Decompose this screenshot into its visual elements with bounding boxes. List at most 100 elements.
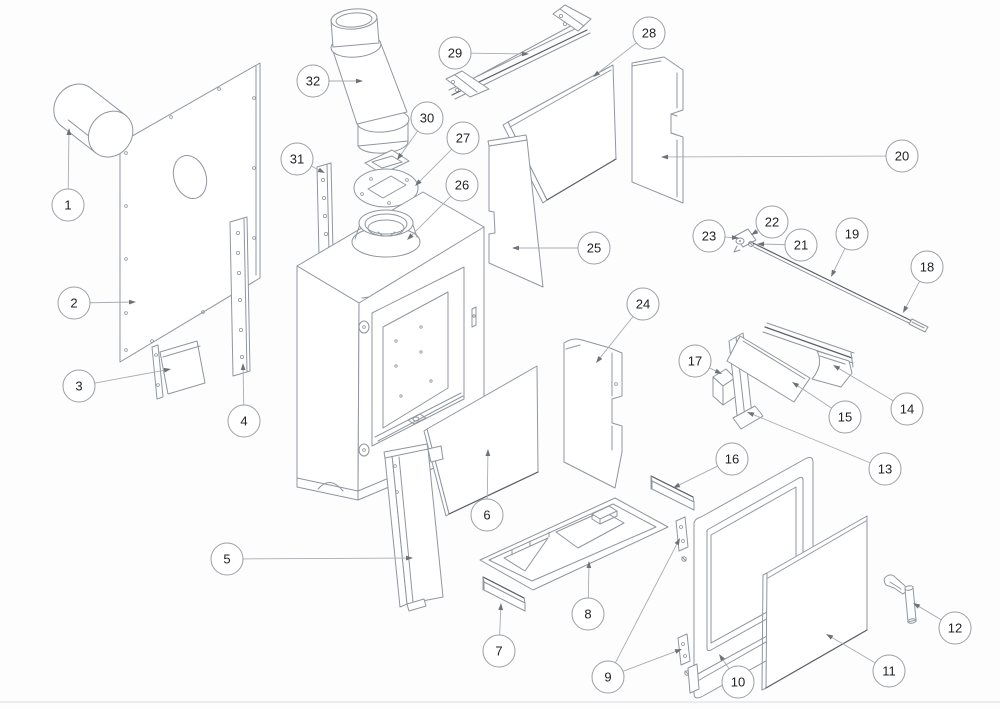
- callout-arrow-5: [405, 555, 413, 561]
- callout-circle-13[interactable]: [868, 452, 902, 486]
- callout-circle-15[interactable]: [828, 400, 862, 434]
- callout-balloon-7[interactable]: 7: [482, 634, 516, 668]
- part-7-lower-rail: [482, 576, 526, 612]
- callout-arrow-15: [792, 382, 800, 388]
- callout-circle-18[interactable]: [910, 250, 944, 284]
- callout-balloon-29[interactable]: 29: [438, 36, 472, 70]
- callout-balloon-23[interactable]: 23: [692, 219, 726, 253]
- callout-circle-9[interactable]: [591, 660, 625, 694]
- callout-number: 29: [448, 46, 462, 61]
- callout-circle-6[interactable]: [470, 498, 504, 532]
- callout-balloon-16[interactable]: 16: [715, 442, 749, 476]
- callout-balloon-10[interactable]: 10: [721, 665, 755, 699]
- callout-circle-26[interactable]: [445, 168, 479, 202]
- callout-circle-14[interactable]: [890, 392, 924, 426]
- callout-number: 3: [75, 379, 82, 394]
- callout-balloon-25[interactable]: 25: [577, 231, 611, 265]
- part-15-deflector-plate: [726, 335, 811, 403]
- callout-circle-32[interactable]: [296, 64, 330, 98]
- part-20-right-brick: [631, 56, 684, 204]
- callout-balloon-27[interactable]: 27: [446, 121, 480, 155]
- callout-number: 32: [306, 74, 320, 89]
- callout-circle-29[interactable]: [438, 36, 472, 70]
- callout-balloon-5[interactable]: 5: [210, 542, 244, 576]
- part-29-top-rail: [445, 4, 592, 100]
- callout-balloon-1[interactable]: 1: [51, 188, 85, 222]
- callout-circle-17[interactable]: [678, 344, 712, 378]
- callout-balloon-14[interactable]: 14: [890, 392, 924, 426]
- callout-circle-24[interactable]: [626, 287, 660, 321]
- callout-number: 18: [920, 260, 934, 275]
- callout-balloon-28[interactable]: 28: [632, 16, 666, 50]
- callout-circle-12[interactable]: [938, 611, 972, 645]
- callout-circle-19[interactable]: [835, 217, 869, 251]
- callout-balloon-6[interactable]: 6: [470, 498, 504, 532]
- callout-number: 26: [455, 178, 469, 193]
- callout-balloon-26[interactable]: 26: [445, 168, 479, 202]
- callout-balloon-13[interactable]: 13: [868, 452, 902, 486]
- callout-circle-30[interactable]: [410, 101, 444, 135]
- callout-leader-9: [614, 542, 679, 663]
- callout-circle-31[interactable]: [280, 142, 314, 176]
- callout-balloon-4[interactable]: 4: [227, 404, 261, 438]
- callout-leader-8: [587, 565, 590, 599]
- part-27-blanking-plate: [353, 168, 419, 208]
- callout-circle-1[interactable]: [51, 188, 85, 222]
- callout-circle-7[interactable]: [482, 634, 516, 668]
- callout-arrow-19: [831, 269, 837, 277]
- callout-balloon-8[interactable]: 8: [571, 597, 605, 631]
- callout-circle-5[interactable]: [210, 542, 244, 576]
- callout-circle-22[interactable]: [755, 205, 789, 239]
- callout-arrow-3: [163, 367, 171, 373]
- callout-balloon-31[interactable]: 31: [280, 142, 314, 176]
- callout-balloon-11[interactable]: 11: [872, 654, 906, 688]
- callout-balloon-15[interactable]: 15: [828, 400, 862, 434]
- callout-arrow-6: [485, 449, 491, 457]
- callout-number: 10: [731, 675, 745, 690]
- callout-balloon-19[interactable]: 19: [835, 217, 869, 251]
- callout-circle-4[interactable]: [227, 404, 261, 438]
- callout-number: 16: [725, 452, 739, 467]
- callout-circle-21[interactable]: [784, 228, 818, 262]
- callout-number: 28: [642, 26, 656, 41]
- callout-leader-2: [89, 301, 132, 304]
- callout-leader-16: [677, 465, 718, 487]
- callout-arrow-18: [903, 305, 909, 313]
- callout-circle-10[interactable]: [721, 665, 755, 699]
- callout-circle-11[interactable]: [872, 654, 906, 688]
- part-31-fixing-strip: [316, 162, 334, 256]
- callout-arrow-27: [415, 179, 422, 186]
- callout-arrow-16: [673, 482, 681, 488]
- callout-circle-27[interactable]: [446, 121, 480, 155]
- callout-balloon-17[interactable]: 17: [678, 344, 712, 378]
- callout-balloon-20[interactable]: 20: [885, 139, 919, 173]
- callout-balloon-2[interactable]: 2: [57, 286, 91, 320]
- callout-circle-23[interactable]: [692, 219, 726, 253]
- callout-circle-2[interactable]: [57, 286, 91, 320]
- callout-balloon-9[interactable]: 9: [591, 660, 625, 694]
- callout-circle-20[interactable]: [885, 139, 919, 173]
- callout-circle-16[interactable]: [715, 442, 749, 476]
- callout-circle-28[interactable]: [632, 16, 666, 50]
- callout-circle-8[interactable]: [571, 597, 605, 631]
- callout-leader-24: [598, 316, 634, 360]
- callout-leader-21: [761, 243, 786, 246]
- callout-balloon-3[interactable]: 3: [62, 369, 96, 403]
- callout-number: 12: [948, 621, 962, 636]
- callout-balloon-21[interactable]: 21: [784, 228, 818, 262]
- callout-balloon-22[interactable]: 22: [755, 205, 789, 239]
- callout-number: 19: [845, 227, 859, 242]
- callout-balloon-24[interactable]: 24: [626, 287, 660, 321]
- callout-circle-25[interactable]: [577, 231, 611, 265]
- callout-number: 8: [584, 607, 591, 622]
- callout-balloon-30[interactable]: 30: [410, 101, 444, 135]
- callout-arrow-9: [674, 649, 682, 654]
- callout-arrow-14: [833, 365, 841, 371]
- callout-circle-3[interactable]: [62, 369, 96, 403]
- callout-balloon-32[interactable]: 32: [296, 64, 330, 98]
- part-11-door-glass: [761, 515, 868, 691]
- callout-arrow-23: [731, 235, 739, 240]
- callout-balloon-12[interactable]: 12: [938, 611, 972, 645]
- callout-arrow-13: [747, 412, 755, 417]
- callout-balloon-18[interactable]: 18: [910, 250, 944, 284]
